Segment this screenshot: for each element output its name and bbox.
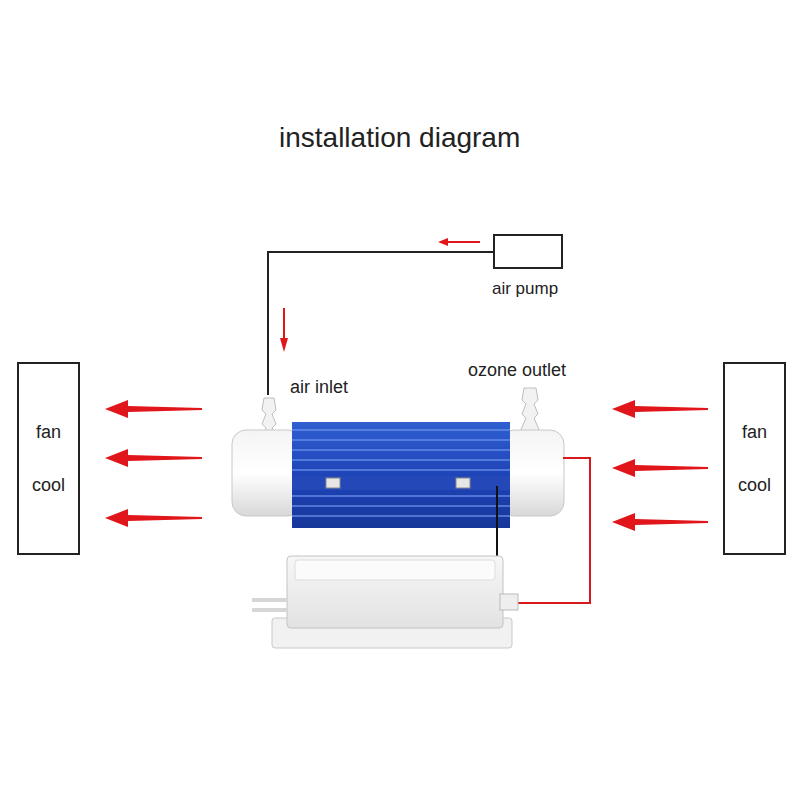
electrode-clip: [326, 478, 340, 488]
tube-center-band: [292, 476, 510, 490]
power-supply-top: [295, 560, 495, 580]
tube-end-cap: [232, 430, 302, 516]
port-label: air inlet: [290, 377, 348, 398]
fan-box: fan cool: [17, 362, 80, 555]
high-voltage-wire: [515, 458, 590, 603]
port-label: ozone outlet: [468, 360, 566, 381]
fan-label: cool: [32, 475, 65, 496]
power-cable: [252, 600, 287, 610]
electrode-clip: [456, 478, 470, 488]
fan-label: fan: [36, 422, 61, 443]
flow-arrow: [280, 238, 480, 352]
device-label: air pump: [492, 279, 558, 299]
heatsink-fin: [292, 430, 510, 516]
diagram-title: installation diagram: [279, 122, 520, 154]
air-hose-line: [268, 252, 493, 395]
cable-grommet: [500, 594, 518, 610]
aluminium-heatsink-tube: [292, 422, 510, 528]
fan-label: cool: [738, 475, 771, 496]
fan-label: fan: [742, 422, 767, 443]
cooling-arrow: [105, 400, 708, 531]
power-supply-box: [287, 556, 503, 628]
fan-box: fan cool: [723, 362, 786, 555]
air-pump-box: air pump: [493, 234, 563, 269]
